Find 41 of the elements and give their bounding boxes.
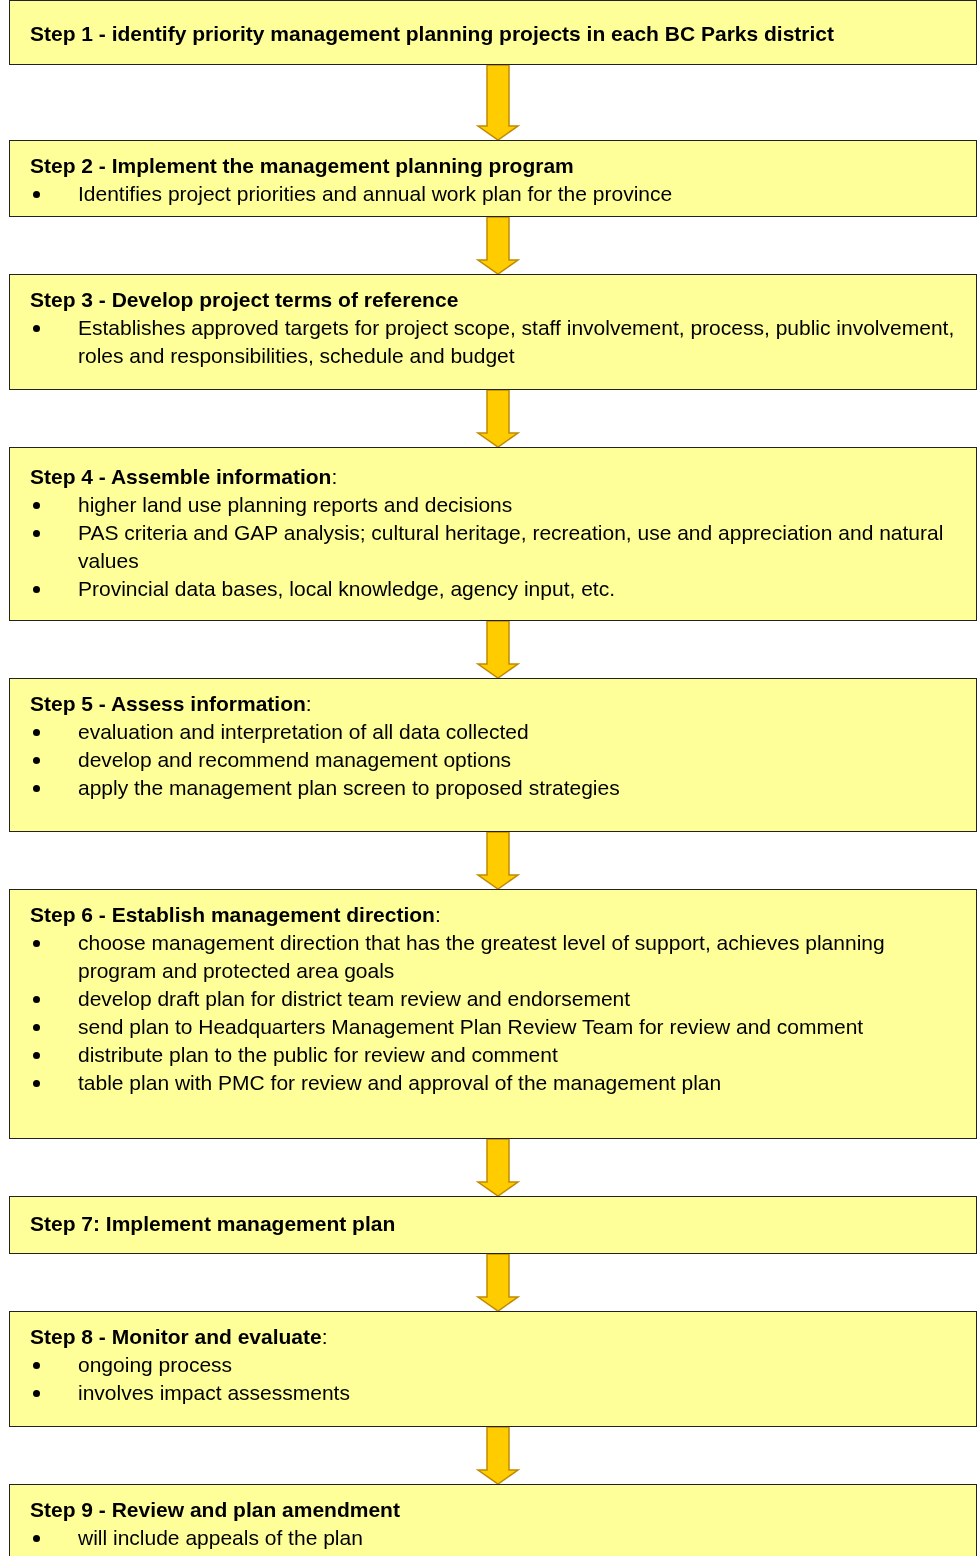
bullet-text: involves impact assessments: [78, 1381, 350, 1404]
step-box: [9, 1484, 977, 1556]
down-arrow: [475, 1253, 521, 1312]
bullet-text: table plan with PMC for review and approval of the management plan: [78, 1071, 722, 1094]
bullet-text: distribute plan to the public for review and comment: [78, 1043, 558, 1066]
down-arrow: [475, 64, 521, 141]
step-box: [9, 889, 977, 1139]
down-arrow: [475, 1138, 521, 1197]
bullet-text: evaluation and interpretation of all data collected: [78, 720, 529, 743]
step-heading: Step 5 - Assess information:: [30, 691, 313, 717]
bullet-text: develop draft plan for district team review and endorsement: [78, 987, 631, 1010]
step-heading: Step 6 - Establish management direction:: [30, 902, 442, 928]
down-arrow: [475, 389, 521, 448]
bullet-text: send plan to Headquarters Management Plan Review Team for review and comment: [78, 1015, 864, 1038]
step-heading: Step 8 - Monitor and evaluate:: [30, 1324, 329, 1350]
bullet-text: Establishes approved targets for project scope, staff involvement, process, public involvement, roles and responsibilities, schedule and budget: [78, 316, 955, 367]
step-heading: Step 9 - Review and plan amendment: [30, 1497, 401, 1523]
step-heading: Step 3 - Develop project terms of reference: [30, 287, 460, 313]
bullet-text: ongoing process: [78, 1353, 233, 1376]
bullet-text: Provincial data bases, local knowledge, agency input, etc.: [78, 577, 615, 600]
bullet-text: will include appeals of the plan: [78, 1526, 363, 1549]
step-box: [9, 0, 977, 65]
step-box: [9, 274, 977, 390]
down-arrow: [475, 831, 521, 890]
down-arrow: [475, 1426, 521, 1485]
step-box: [9, 447, 977, 621]
bullet-text: higher land use planning reports and decisions: [78, 493, 513, 516]
step-heading: Step 4 - Assemble information:: [30, 464, 339, 490]
bullet-text: apply the management plan screen to proposed strategies: [78, 776, 620, 799]
step-box: [9, 678, 977, 832]
bullet-text: Identifies project priorities and annual work plan for the province: [78, 182, 673, 205]
step-heading: Step 7: Implement management plan: [30, 1211, 397, 1237]
down-arrow: [475, 216, 521, 275]
bullet-text: PAS criteria and GAP analysis; cultural heritage, recreation, use and appreciation and natural values: [78, 521, 944, 572]
step-box: [9, 1196, 977, 1254]
down-arrow: [475, 620, 521, 679]
bullet-text: develop and recommend management options: [78, 748, 512, 771]
step-box: [9, 1311, 977, 1427]
step-heading: Step 2 - Implement the management planning program: [30, 153, 575, 179]
step-heading: Step 1 - identify priority management planning projects in each BC Parks district: [30, 21, 835, 47]
step-box: [9, 140, 977, 217]
